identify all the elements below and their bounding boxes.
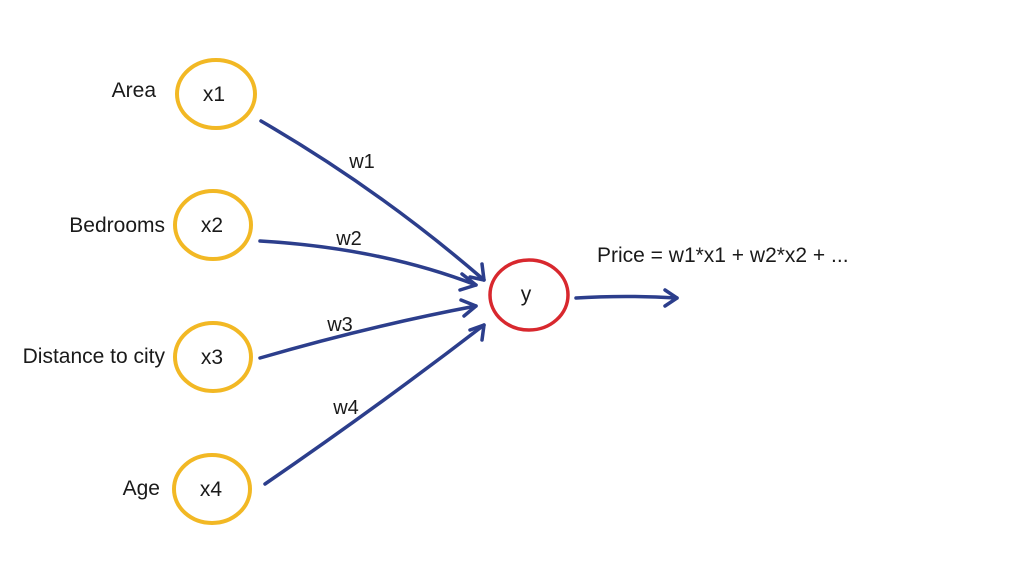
input-node-label: x3	[201, 346, 223, 369]
input-group-3: Distance to city x3	[23, 321, 253, 393]
input-node-x3: x3	[173, 321, 253, 393]
edge-line	[263, 323, 486, 486]
input-label-age: Age	[123, 477, 160, 500]
input-group-1: Area x1	[112, 58, 257, 130]
input-node-x1: x1	[175, 58, 257, 130]
edge-w2: w2	[258, 228, 478, 292]
edge-line	[258, 239, 478, 287]
input-node-label: x4	[200, 478, 223, 501]
weight-label-w4: w4	[332, 397, 359, 419]
input-node-circle	[172, 453, 252, 525]
weight-label-w2: w2	[335, 228, 362, 250]
output-node-y: y	[488, 258, 570, 332]
edge-line	[259, 119, 486, 282]
input-label-area: Area	[112, 79, 157, 102]
output-arrow	[574, 288, 679, 308]
arrowhead	[468, 262, 486, 282]
weight-label-w1: w1	[348, 151, 375, 173]
output-node-circle	[488, 258, 570, 332]
input-node-circle	[173, 189, 253, 261]
input-node-x4: x4	[172, 453, 252, 525]
input-group-2: Bedrooms x2	[69, 189, 253, 261]
input-node-circle	[173, 321, 253, 393]
input-label-bedrooms: Bedrooms	[69, 214, 165, 237]
edge-w1: w1	[259, 119, 486, 282]
edge-w4: w4	[263, 323, 486, 486]
output-arrow-line	[574, 294, 679, 300]
input-group-4: Age x4	[123, 453, 252, 525]
input-node-label: x2	[201, 214, 223, 237]
input-label-distance-to-city: Distance to city	[23, 345, 166, 368]
arrowhead	[663, 288, 679, 308]
input-node-x2: x2	[173, 189, 253, 261]
input-node-circle	[175, 58, 257, 130]
output-node-label: y	[521, 283, 532, 306]
arrowhead	[468, 323, 486, 342]
edge-w3: w3	[258, 298, 478, 360]
edge-line	[258, 304, 478, 360]
weight-label-w3: w3	[326, 314, 353, 336]
price-formula: Price = w1*x1 + w2*x2 + ...	[597, 244, 849, 267]
arrowhead	[459, 298, 478, 318]
input-node-label: x1	[203, 83, 225, 106]
arrowhead	[458, 272, 478, 292]
